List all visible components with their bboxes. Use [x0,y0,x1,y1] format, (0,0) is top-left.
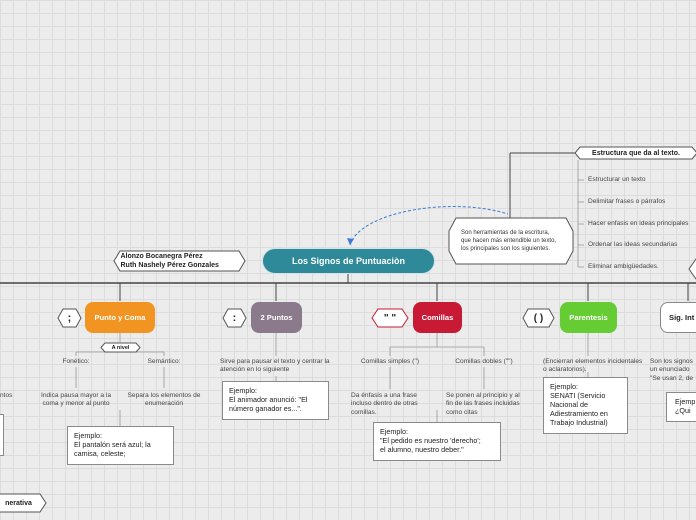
comillas-dobles-label: Comillas dobles ("") [455,358,513,365]
level-tag[interactable]: A nivel [100,342,141,353]
partial-left-text: ntos [0,392,13,399]
structure-item: Ordenar las ideas secundarias [588,241,678,248]
parentesis-example[interactable]: Ejemplo: SENATI (Servicio Nacional de Ad… [543,377,628,434]
semantico-label: Semántico: [147,358,181,365]
dos-puntos-label: 2 Puntos [260,313,293,322]
structure-item: Eliminar ambigüedades. [588,263,659,270]
author-1: Alonzo Bocanegra Pérez [120,253,203,260]
quotes-symbol-tag[interactable]: " " [371,308,409,328]
structure-title: Estructura que da al texto. [592,149,680,157]
punto-y-coma-example[interactable]: Ejemplo: El pantalón será azul; la camis… [67,426,174,465]
parentesis-node[interactable]: Parentesis [560,302,617,333]
comillas-simples-desc: Da énfasis a una frase incluso dentro de… [351,392,418,416]
structure-item: Hacer enfasis en ideas principales [588,220,689,227]
structure-item: Estructurar un texto [588,176,646,183]
partial-left-tag-label: nerativa [5,499,32,507]
comillas-node[interactable]: Comillas [413,302,462,333]
interrogacion-desc: Son los signos un enunciado "Se usan 2, … [650,358,694,382]
parentesis-desc: (Encierran elementos incidentales o acla… [543,358,643,374]
semicolon-symbol: ; [67,312,72,324]
colon-symbol-tag[interactable]: : [222,308,247,328]
structure-item: Delimitar frases o párrafos [588,198,666,205]
fonetico-label: Fonético: [62,358,90,365]
dos-puntos-desc: Sirve para pausar el texto y centrar la … [220,358,330,374]
definition-node[interactable]: Son herramientas de la escritura, que ha… [448,217,574,265]
structure-title-tag[interactable]: Estructura que da al texto. [574,146,696,160]
interrogacion-node[interactable]: Sig. Int [660,302,696,333]
fonetico-desc: Indica pausa mayor a la coma y menor al … [40,392,111,408]
parenthesis-symbol-tag[interactable]: ( ) [522,308,555,328]
comillas-dobles-desc: Se ponen al principio y al fin de las fr… [446,392,520,416]
main-topic[interactable]: Los Signos de Puntuaciòn [262,248,435,274]
parentesis-label: Parentesis [569,313,608,322]
interrogacion-label: Sig. Int [669,313,695,322]
comillas-simples-label: Comillas simples ('') [360,358,420,365]
semantico-desc: Separa los elementos de enumeración [127,392,201,408]
dos-puntos-node[interactable]: 2 Puntos [251,302,302,333]
comillas-example[interactable]: Ejemplo: "El pedido es nuestro 'derecho'… [373,422,501,461]
comillas-label: Comillas [421,313,454,322]
punto-y-coma-node[interactable]: Punto y Coma [85,302,155,333]
parenthesis-symbol: ( ) [533,312,544,324]
dos-puntos-example[interactable]: Ejemplo: El animador anunció: "El número… [222,381,329,420]
punto-y-coma-label: Punto y Coma [94,313,146,322]
author-2: Ruth Nashely Pérez Gonzales [120,262,219,269]
authors-tag[interactable]: Alonzo Bocanegra Pérez Ruth Nashely Pére… [113,250,246,272]
interrogacion-example[interactable]: Ejemp ¿Qui [666,392,696,422]
colon-symbol: : [232,312,237,324]
partial-left-tag[interactable]: nerativa [0,493,47,513]
definition-text: Son herramientas de la escritura, que ha… [461,229,557,253]
semicolon-symbol-tag[interactable]: ; [57,308,82,328]
partial-left-box [0,414,4,456]
quotes-symbol: " " [383,312,397,324]
structure-side-marker [688,258,696,280]
level-tag-label: A nivel [111,344,130,351]
